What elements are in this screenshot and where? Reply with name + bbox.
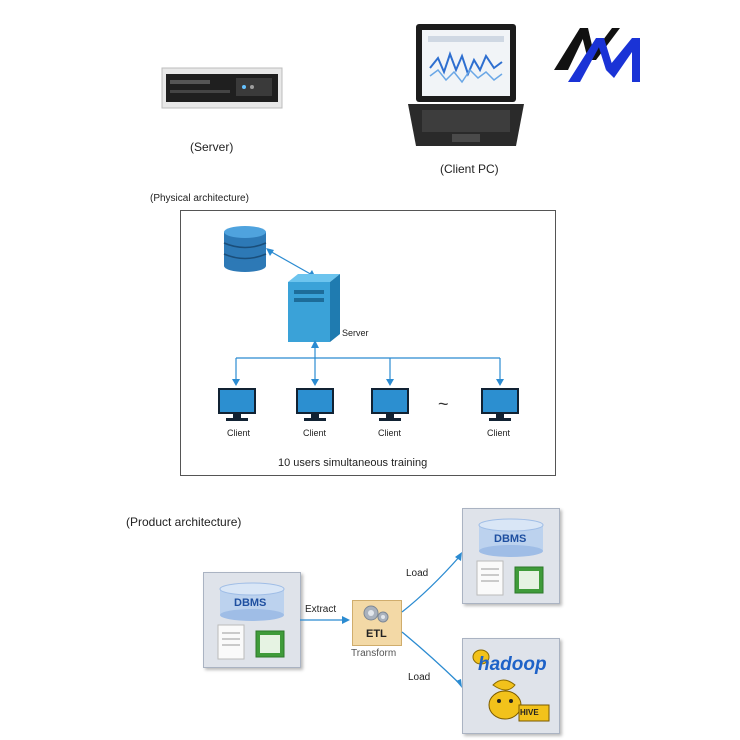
load-bottom-label: Load <box>408 672 431 683</box>
server-caption: (Server) <box>190 140 234 154</box>
client-label: Client <box>303 428 327 438</box>
hadoop-hive-box <box>462 638 560 734</box>
etl-box <box>352 600 402 646</box>
server-tower-icon <box>288 274 340 342</box>
client-monitor-icon <box>218 388 256 421</box>
db-server-link <box>267 249 315 277</box>
transform-label: Transform <box>351 648 397 659</box>
client-label: Client <box>487 428 511 438</box>
hive-logo-text: HIVE <box>520 708 539 717</box>
target-dbms-label: DBMS <box>494 533 527 545</box>
physical-architecture-title: (Physical architecture) <box>150 193 249 204</box>
client-monitor-icon <box>371 388 409 421</box>
etl-label: ETL <box>366 628 387 640</box>
product-architecture-title: (Product architecture) <box>126 515 242 529</box>
client-pc-caption: (Client PC) <box>440 162 499 176</box>
hadoop-logo-text: hadoop <box>478 654 547 675</box>
company-logo <box>554 24 644 86</box>
load-top-label: Load <box>406 568 429 579</box>
source-dbms-label: DBMS <box>234 597 267 609</box>
server-photo <box>160 60 284 114</box>
client-monitor-icon <box>481 388 519 421</box>
client-monitor-icon <box>296 388 334 421</box>
target-dbms-box <box>462 508 560 604</box>
database-icon <box>223 226 267 272</box>
client-label: Client <box>378 428 402 438</box>
source-dbms-box <box>203 572 301 668</box>
client-label: Client <box>227 428 251 438</box>
physical-diagram: Server Client Client Client Client ~ 10 … <box>218 226 519 469</box>
client-pc-photo <box>408 20 524 150</box>
server-label: Server <box>342 328 369 338</box>
extract-label: Extract <box>305 604 337 615</box>
tilde-separator: ~ <box>438 394 449 414</box>
physical-footer: 10 users simultaneous training <box>278 457 427 469</box>
